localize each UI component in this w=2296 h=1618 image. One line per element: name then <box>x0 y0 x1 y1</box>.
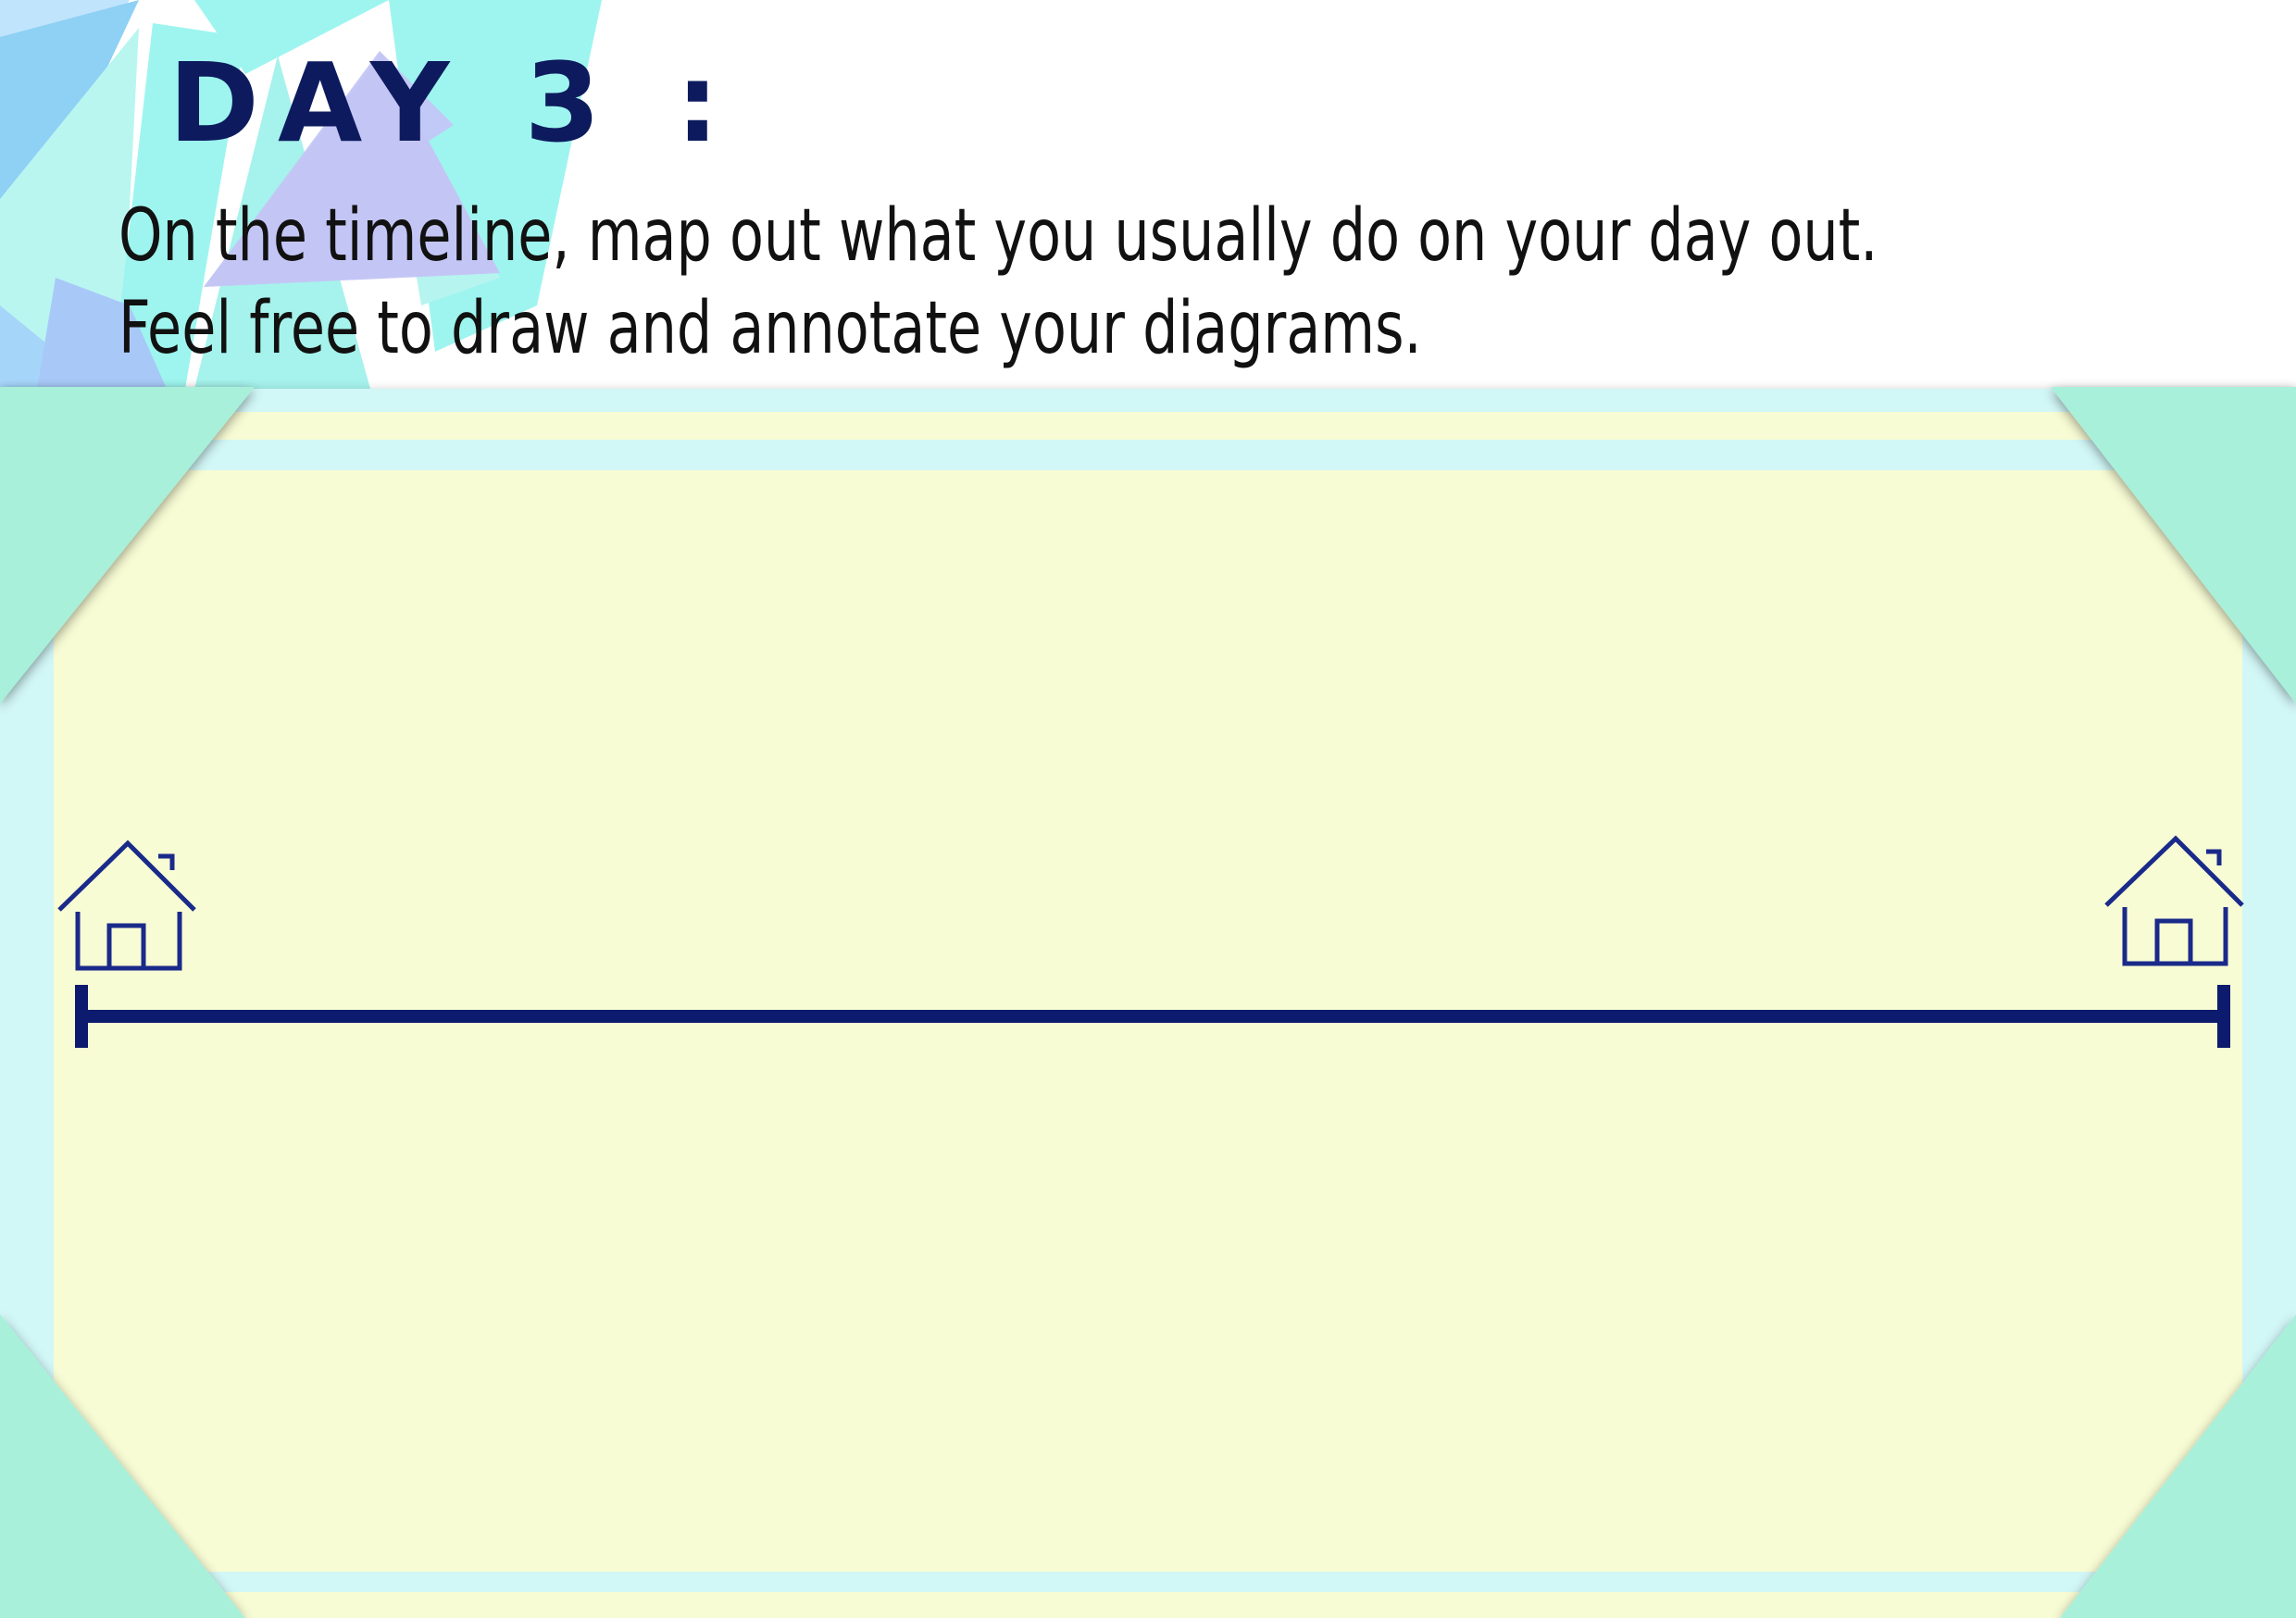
panel-inner <box>54 470 2242 1572</box>
panel-bottom-band <box>0 1592 2296 1618</box>
instruction-line-1: On the timeline, map out what you usuall… <box>119 194 1878 278</box>
header-shard-8 <box>37 278 167 389</box>
header-shard-6 <box>194 0 389 74</box>
corner-top-right <box>2051 387 2296 703</box>
header-shard-5 <box>111 23 245 389</box>
corner-top-left <box>0 387 255 703</box>
day-title: DAY 3 : <box>168 39 738 167</box>
corner-bottom-left <box>0 1314 245 1618</box>
corner-bottom-right <box>2060 1314 2296 1618</box>
instruction-line-2: Feel free to draw and annotate your diag… <box>119 287 1422 370</box>
header-shard-12 <box>204 54 500 287</box>
instructions-text: On the timeline, map out what you usuall… <box>119 190 1878 375</box>
panel-top-band <box>0 412 2296 440</box>
corner-decorations <box>0 387 2296 1618</box>
header-decoration <box>0 0 602 389</box>
writing-panel <box>0 389 2296 1618</box>
